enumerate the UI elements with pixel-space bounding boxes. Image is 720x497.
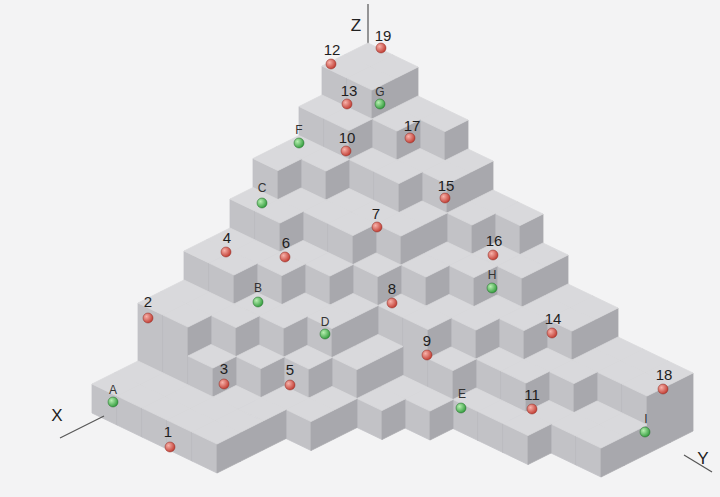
block-top — [286, 398, 334, 422]
block-top — [211, 304, 259, 328]
callout-number: 19 — [375, 28, 392, 43]
point-letter: C — [258, 182, 267, 194]
callout-number: 4 — [223, 230, 231, 245]
block-top — [405, 388, 453, 412]
block-top — [236, 345, 284, 369]
block-face — [670, 373, 693, 443]
callout-number: 9 — [423, 333, 431, 348]
block-top — [259, 305, 307, 329]
block-face — [647, 385, 670, 455]
block-top — [307, 305, 355, 329]
block-top — [549, 360, 597, 384]
callout-number: 8 — [388, 281, 396, 296]
point-letter: G — [375, 86, 384, 98]
block-top — [188, 345, 236, 369]
block-top — [209, 252, 257, 276]
block-top — [428, 347, 476, 371]
axis-label: Z — [351, 17, 361, 34]
block-top — [447, 202, 495, 226]
callout-number: 5 — [286, 362, 294, 377]
point-letter: F — [295, 124, 302, 136]
point-letter: I — [644, 413, 647, 425]
block-top — [376, 213, 424, 237]
block-top — [503, 412, 551, 436]
block-top — [328, 212, 376, 236]
axis-label: X — [51, 407, 62, 424]
block-top — [495, 202, 543, 226]
callout-number: 16 — [486, 233, 503, 248]
point-letter: A — [109, 384, 117, 396]
block-top — [420, 108, 468, 132]
callout-number: 15 — [438, 178, 455, 193]
callout-number: 12 — [324, 42, 341, 57]
callout-number: 6 — [282, 235, 290, 250]
block-top — [499, 307, 547, 331]
block-top — [357, 387, 405, 411]
callout-number: 7 — [372, 206, 380, 221]
callout-number: 10 — [339, 130, 356, 145]
callout-number: 14 — [545, 311, 562, 326]
block-top — [576, 425, 624, 449]
x-axis — [60, 416, 104, 438]
callout-number: 3 — [220, 361, 228, 376]
block-top — [324, 107, 372, 131]
block-top — [332, 346, 380, 370]
block-top — [163, 304, 211, 328]
block-top — [305, 253, 353, 277]
callout-number: 2 — [144, 294, 152, 309]
block-top — [374, 160, 422, 184]
block-top — [353, 253, 401, 277]
point-letter: H — [488, 269, 497, 281]
axis-label: Y — [697, 450, 708, 467]
point-letter: D — [321, 316, 330, 328]
point-letter: E — [458, 388, 466, 400]
callout-number: 18 — [656, 367, 673, 382]
red-points — [143, 43, 668, 452]
block-top — [403, 306, 451, 330]
block-top — [451, 307, 499, 331]
callout-number: 1 — [164, 424, 172, 439]
block-top — [257, 252, 305, 276]
callout-number: 13 — [341, 83, 358, 98]
block-stack — [92, 43, 693, 477]
green-points — [108, 99, 650, 437]
block-top — [497, 255, 545, 279]
point-letter: B — [254, 282, 262, 294]
block-top — [501, 360, 549, 384]
block-top — [401, 254, 449, 278]
block-top — [253, 147, 301, 171]
block-top — [192, 421, 240, 445]
callout-number: 17 — [404, 118, 421, 133]
callout-number: 11 — [524, 387, 540, 402]
